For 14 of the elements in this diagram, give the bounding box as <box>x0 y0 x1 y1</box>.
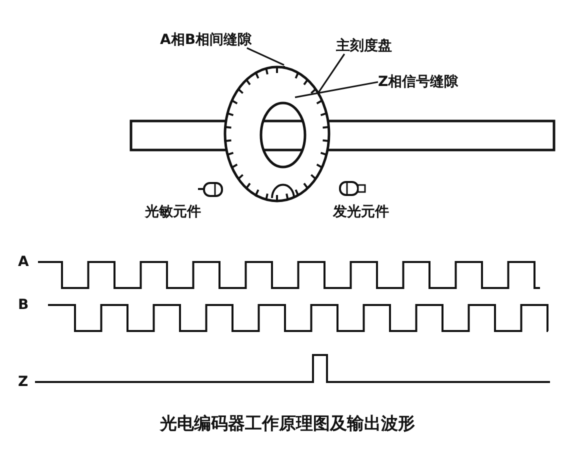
signal-name: B <box>18 297 29 313</box>
leader-line <box>246 47 284 66</box>
component-label: 光敏元件 <box>145 204 201 220</box>
callout-text: A相B相间缝隙 <box>160 32 252 48</box>
component-label: 发光元件 <box>333 204 389 220</box>
caption: 光电编码器工作原理图及输出波形 <box>160 414 415 434</box>
signal-name: Z <box>18 374 28 390</box>
callout-text: Z相信号缝隙 <box>378 74 458 90</box>
scale-disc-drawing <box>224 66 330 202</box>
callout-text: 主刻度盘 <box>336 38 392 54</box>
leader-line <box>317 54 346 94</box>
leader-line <box>294 81 378 98</box>
signal-name: A <box>18 254 29 270</box>
shaft <box>130 120 555 151</box>
